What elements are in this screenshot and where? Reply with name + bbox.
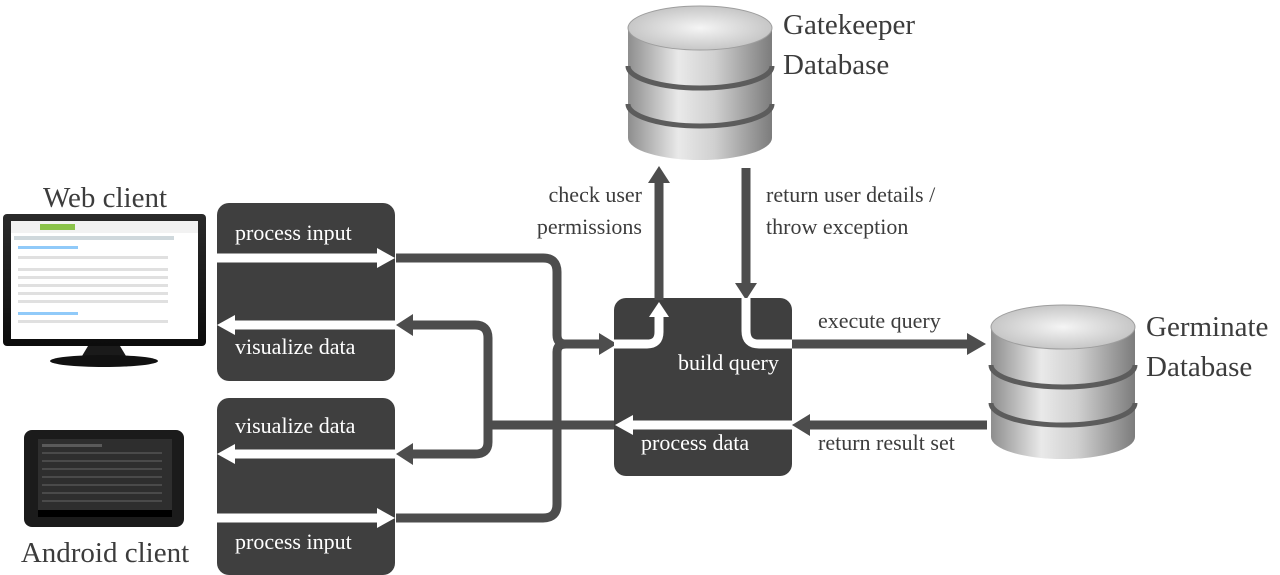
build-query-label: build query [678, 350, 779, 375]
web-client-box [217, 203, 395, 381]
process-data-to-visualize-connectors [396, 314, 614, 465]
return-user-label-line2: throw exception [766, 214, 908, 239]
execute-query-label: execute query [818, 308, 941, 333]
android-process-input-arrow [217, 508, 395, 528]
return-result-set-label: return result set [818, 430, 955, 455]
gatekeeper-label-line2: Database [783, 49, 889, 81]
web-process-input-label: process input [235, 220, 352, 245]
android-visualize-data-arrow [217, 444, 395, 464]
return-result-set-arrow [792, 414, 987, 436]
web-visualize-data-arrow [217, 315, 395, 335]
web-client-title: Web client [43, 182, 167, 214]
build-query-inner-arrows [614, 298, 792, 349]
monitor-icon [3, 214, 206, 367]
germinate-database-icon [988, 304, 1138, 459]
process-data-label: process data [641, 430, 749, 455]
return-user-details-arrow [735, 168, 757, 300]
android-visualize-data-label: visualize data [235, 413, 356, 438]
germinate-label-line2: Database [1146, 351, 1252, 383]
execute-query-arrow [792, 333, 986, 355]
gatekeeper-label-line1: Gatekeeper [783, 9, 915, 41]
web-visualize-data-label: visualize data [235, 334, 356, 359]
check-permissions-arrow [648, 166, 670, 300]
check-user-label-line2: permissions [537, 214, 642, 239]
input-to-build-query-connectors [396, 253, 617, 523]
return-user-label-line1: return user details / [766, 182, 936, 207]
check-user-label-line1: check user [549, 182, 643, 207]
germinate-label-line1: Germinate [1146, 311, 1268, 343]
gatekeeper-database-icon [625, 5, 775, 160]
web-process-input-arrow [217, 248, 395, 268]
android-client-box [217, 398, 395, 575]
process-data-inner-arrow [615, 415, 792, 435]
android-client-title: Android client [21, 537, 189, 569]
android-process-input-label: process input [235, 529, 352, 554]
tablet-icon [24, 430, 184, 527]
